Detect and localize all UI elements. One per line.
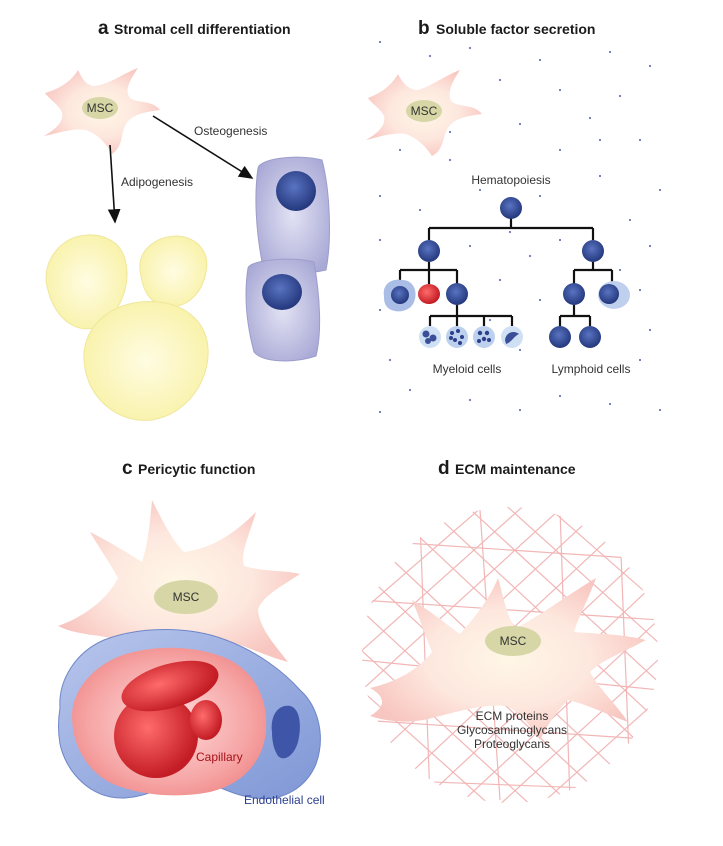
msc-nucleus xyxy=(82,97,118,119)
lymphoid-progenitor xyxy=(582,240,604,262)
adipocyte xyxy=(45,234,128,330)
osteogenesis-label: Osteogenesis xyxy=(194,124,267,138)
panel-c: c Pericytic function MSC Capillary Endot… xyxy=(58,458,325,807)
adipogenesis-label: Adipogenesis xyxy=(121,175,193,189)
panel-b: b Soluble factor secretion MSC Hematopoi… xyxy=(366,18,661,413)
msc-label: MSC xyxy=(173,590,200,604)
endothelial-label: Endothelial cell xyxy=(244,793,325,807)
basophil xyxy=(473,326,495,348)
msc-label: MSC xyxy=(411,104,438,118)
red-blood-cell xyxy=(190,700,222,740)
panel-d: d ECM maintenance MSC ECM proteins Glyco… xyxy=(362,458,658,803)
glycosaminoglycans-label: Glycosaminoglycans xyxy=(457,723,567,737)
eosinophil xyxy=(446,326,468,348)
endothelial-nucleus xyxy=(271,705,300,759)
msc-cell xyxy=(370,578,646,740)
hematopoiesis-label: Hematopoiesis xyxy=(471,173,550,187)
msc-label: MSC xyxy=(500,634,527,648)
msc-label: MSC xyxy=(87,101,114,115)
proteoglycans-label: Proteoglycans xyxy=(474,737,550,751)
adipogenesis-arrow xyxy=(107,144,121,224)
secreted-factors xyxy=(379,41,661,413)
myeloid-precursor xyxy=(446,283,468,305)
panel-c-title: Pericytic function xyxy=(138,461,255,477)
msc-nucleus xyxy=(406,100,442,122)
panel-b-letter: b xyxy=(418,18,430,39)
panel-d-title: ECM maintenance xyxy=(455,461,576,477)
panel-d-letter: d xyxy=(438,458,450,479)
ecm-proteins-label: ECM proteins xyxy=(476,709,549,723)
adipocyte xyxy=(83,300,209,421)
panel-a-letter: a xyxy=(98,18,109,39)
panel-a: a Stromal cell differentiation MSC Adipo… xyxy=(44,18,330,421)
lymphoid-precursor xyxy=(563,283,585,305)
myeloid-progenitor xyxy=(418,240,440,262)
lineage-tree xyxy=(398,218,614,326)
msc-nucleus xyxy=(154,580,218,614)
osteoblast-nucleus xyxy=(276,171,316,211)
osteogenesis-arrow xyxy=(152,115,254,179)
red-blood-cell xyxy=(114,694,198,778)
t-cell xyxy=(549,326,571,348)
myeloid-label: Myeloid cells xyxy=(433,362,502,376)
neutrophil xyxy=(419,326,441,348)
megakaryocyte xyxy=(383,279,416,312)
msc-nucleus xyxy=(485,626,541,656)
hematopoietic-stem-cell xyxy=(500,197,522,219)
b-cell xyxy=(579,326,601,348)
nk-cell xyxy=(598,281,630,309)
panel-b-title: Soluble factor secretion xyxy=(436,21,595,37)
adipocyte xyxy=(139,235,208,308)
red-blood-cell xyxy=(121,660,219,712)
panel-c-letter: c xyxy=(122,458,133,479)
red-blood-cell xyxy=(418,284,440,304)
lymphoid-label: Lymphoid cells xyxy=(552,362,631,376)
panel-a-title: Stromal cell differentiation xyxy=(114,21,291,37)
osteoblast-nucleus xyxy=(262,274,302,310)
monocyte xyxy=(501,326,523,348)
capillary-label: Capillary xyxy=(196,750,243,764)
